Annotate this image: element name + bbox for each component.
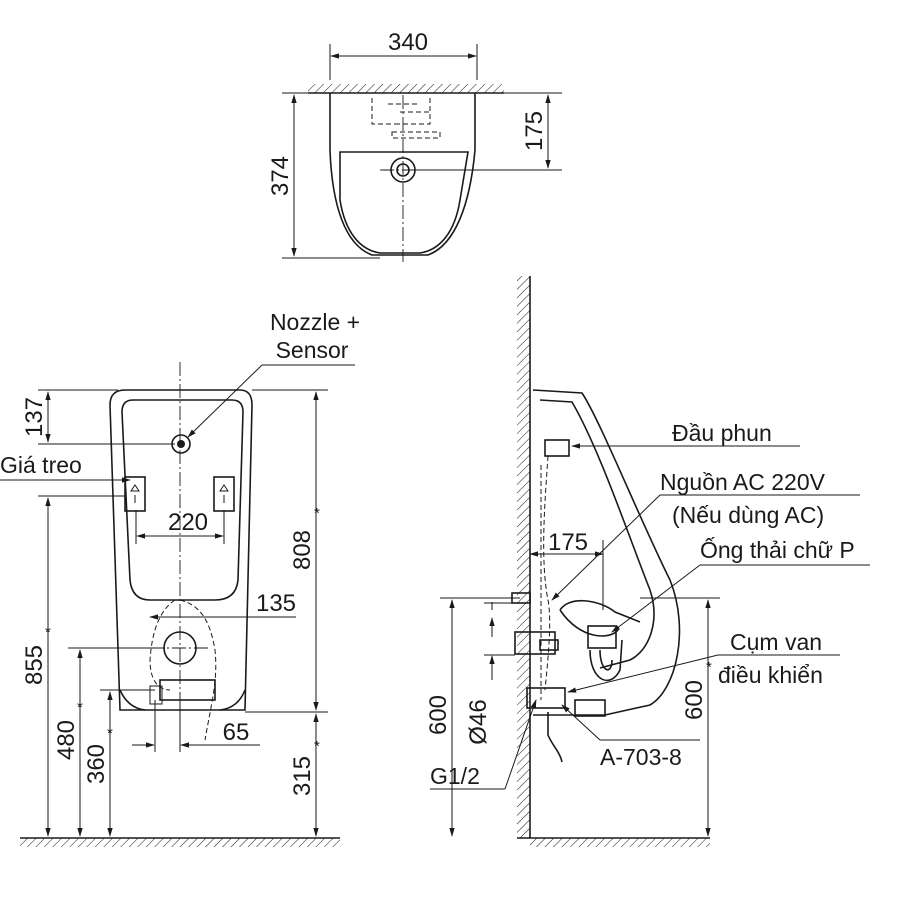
gia-treo-label: Giá treo bbox=[0, 452, 82, 478]
dim-175-top: 175 bbox=[521, 111, 548, 151]
wall-hatch-top bbox=[308, 84, 504, 93]
floor-hatch-side bbox=[530, 838, 710, 847]
dim-65: 65 bbox=[223, 719, 250, 746]
asterisk-600: * bbox=[706, 659, 712, 676]
asterisk-315: * bbox=[314, 738, 320, 755]
floor-hatch-front bbox=[20, 838, 340, 847]
nozzle-sensor-label-1: Nozzle + bbox=[270, 309, 360, 335]
ong-thai-label: Ống thải chữ P bbox=[700, 536, 855, 563]
dim-175-side: 175 bbox=[548, 529, 588, 556]
dim-360: 360 bbox=[83, 744, 110, 784]
dim-600-left: 600 bbox=[425, 695, 452, 735]
nozzle-sensor-label-2: Sensor bbox=[276, 337, 349, 363]
top-bowl-outline bbox=[329, 93, 476, 256]
p-trap-fitting bbox=[587, 625, 617, 649]
bracket-right bbox=[213, 476, 235, 512]
top-view: 340 374 175 bbox=[267, 29, 562, 262]
cum-van-label-1: Cụm van bbox=[730, 629, 822, 655]
dim-137: 137 bbox=[21, 397, 48, 437]
dim-808: 808 bbox=[289, 530, 316, 570]
side-view: Đầu phun Nguồn AC 220V (Nếu dùng AC) Ống… bbox=[425, 276, 870, 847]
dim-135: 135 bbox=[256, 590, 296, 617]
dim-340: 340 bbox=[388, 29, 428, 56]
asterisk-808: * bbox=[314, 505, 320, 522]
dim-315: 315 bbox=[289, 756, 316, 796]
valve-unit-side bbox=[526, 687, 566, 709]
nguon-ac-label-1: Nguồn AC 220V bbox=[660, 469, 826, 495]
asterisk-360: * bbox=[107, 725, 113, 742]
dau-phun-label: Đầu phun bbox=[672, 420, 772, 446]
g12-label: G1/2 bbox=[430, 763, 480, 789]
dim-220: 220 bbox=[168, 509, 208, 536]
side-body-outline bbox=[532, 389, 681, 716]
bracket-left bbox=[124, 476, 146, 512]
dim-374: 374 bbox=[267, 156, 294, 196]
front-view: Nozzle + Sensor Giá treo 137 220 135 65 … bbox=[0, 309, 360, 847]
front-body-outline bbox=[109, 389, 253, 711]
wall-hatch-side bbox=[517, 276, 530, 838]
nguon-ac-label-2: (Nếu dùng AC) bbox=[672, 502, 824, 528]
asterisk-855: * bbox=[45, 624, 51, 641]
a703-label: A-703-8 bbox=[600, 744, 682, 770]
asterisk-480: * bbox=[77, 699, 83, 716]
valve-unit-front bbox=[159, 679, 216, 701]
dim-600-right: 600 bbox=[681, 680, 708, 720]
cum-van-label-2: điều khiển bbox=[718, 662, 823, 688]
dim-480: 480 bbox=[53, 720, 80, 760]
dim-46: Ø46 bbox=[465, 699, 492, 744]
dim-855: 855 bbox=[21, 645, 48, 685]
spray-head bbox=[544, 439, 570, 457]
